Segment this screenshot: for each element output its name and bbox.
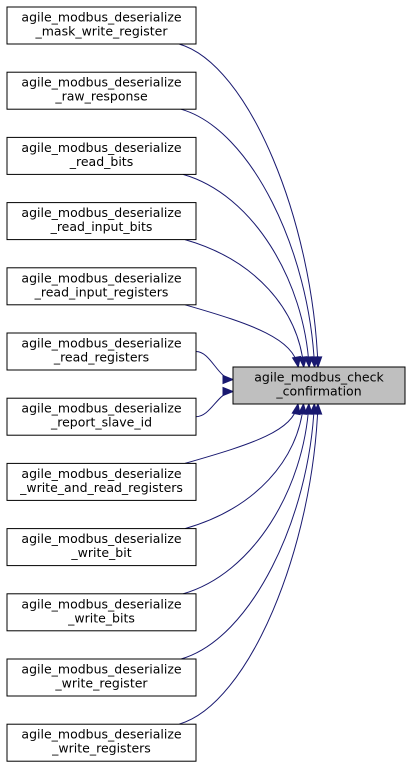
- call-edge: [182, 403, 310, 595]
- caller-node[interactable]: agile_modbus_deserialize_read_input_regi…: [6, 267, 197, 306]
- caller-node-label-line-2: _write_bits: [67, 610, 135, 625]
- caller-node[interactable]: agile_modbus_deserialize_write_bits: [6, 593, 197, 632]
- caller-node[interactable]: agile_modbus_deserialize_read_input_bits: [6, 202, 197, 241]
- caller-node-label-line-2: _mask_write_register: [35, 24, 169, 39]
- caller-node-label-line-1: agile_modbus_deserialize: [21, 727, 181, 742]
- caller-node-box: [6, 528, 197, 567]
- caller-node-box: [6, 593, 197, 632]
- caller-node-box: [6, 267, 197, 306]
- call-edge: [184, 403, 304, 530]
- call-edge: [180, 403, 315, 660]
- caller-node-box: [6, 462, 197, 501]
- caller-node-label-line-2: _read_registers: [53, 350, 149, 365]
- caller-node[interactable]: agile_modbus_deserialize_report_slave_id: [6, 397, 197, 436]
- arrowhead-icon: [291, 402, 301, 416]
- call-edge: [184, 239, 305, 368]
- caller-node-label-line-1: agile_modbus_deserialize: [21, 10, 181, 25]
- caller-node-label-line-2: _report_slave_id: [50, 415, 152, 430]
- arrowhead-icon: [312, 402, 323, 415]
- caller-node-label-line-1: agile_modbus_deserialize: [21, 596, 181, 611]
- caller-node[interactable]: agile_modbus_deserialize_read_bits: [6, 136, 197, 175]
- call-edge: [180, 108, 316, 368]
- caller-node-label-line-2: _write_bit: [70, 545, 131, 560]
- call-edge: [184, 304, 299, 368]
- target-node[interactable]: agile_modbus_check_confirmation: [232, 366, 406, 405]
- arrowhead-icon: [303, 402, 314, 415]
- arrowhead-icon: [303, 356, 314, 369]
- caller-node-label-line-2: _read_bits: [69, 154, 133, 169]
- arrowhead-icon: [222, 386, 235, 397]
- caller-node-label-line-2: _raw_response: [54, 89, 148, 104]
- caller-node[interactable]: agile_modbus_deserialize_write_registers: [6, 723, 197, 762]
- caller-node-label-line-2: _read_input_bits: [50, 219, 153, 234]
- caller-node-label-line-1: agile_modbus_deserialize: [21, 75, 181, 90]
- caller-node[interactable]: agile_modbus_deserialize_raw_response: [6, 71, 197, 110]
- call-edge: [182, 173, 310, 368]
- caller-node-label-line-1: agile_modbus_deserialize: [21, 205, 181, 220]
- caller-node-label-line-2: _read_input_registers: [34, 284, 169, 299]
- arrowhead-icon: [298, 356, 308, 369]
- caller-node-box: [6, 397, 197, 436]
- call-edges: [178, 43, 323, 725]
- target-node-label-line-2: _confirmation: [275, 384, 361, 399]
- caller-node-label-line-1: agile_modbus_deserialize: [21, 140, 181, 155]
- caller-node-label-line-2: _write_and_read_registers: [19, 480, 183, 495]
- caller-node-box: [6, 136, 197, 175]
- call-edge: [178, 403, 319, 725]
- caller-node-box: [6, 71, 197, 110]
- caller-node-box: [6, 202, 197, 241]
- caller-node-box: [6, 6, 197, 45]
- call-edge: [195, 391, 234, 418]
- caller-node-box: [6, 723, 197, 762]
- caller-node-label-line-1: agile_modbus_deserialize: [21, 270, 181, 285]
- caller-node-label-line-1: agile_modbus_deserialize: [21, 531, 181, 546]
- caller-node-box: [6, 658, 197, 697]
- call-edge: [184, 403, 299, 464]
- caller-node[interactable]: agile_modbus_deserialize_mask_write_regi…: [6, 6, 197, 45]
- caller-node-label-line-1: agile_modbus_deserialize: [21, 336, 181, 351]
- caller-node-label-line-1: agile_modbus_deserialize: [21, 401, 181, 416]
- call-nodes: agile_modbus_deserialize_mask_write_regi…: [6, 6, 406, 762]
- call-edge: [178, 43, 319, 368]
- caller-node-label-line-1: agile_modbus_deserialize: [21, 662, 181, 677]
- target-node-box: [232, 366, 406, 405]
- caller-node-label-line-2: _write_registers: [51, 741, 151, 756]
- caller-node[interactable]: agile_modbus_deserialize_read_registers: [6, 332, 197, 371]
- target-node-label-line-1: agile_modbus_check: [254, 370, 384, 385]
- arrowhead-icon: [297, 402, 308, 415]
- caller-node-label-line-2: _write_register: [54, 676, 148, 691]
- caller-node[interactable]: agile_modbus_deserialize_write_bit: [6, 528, 197, 567]
- arrowhead-icon: [222, 374, 235, 385]
- caller-node-box: [6, 332, 197, 371]
- arrowhead-icon: [291, 355, 302, 369]
- caller-node-label-line-1: agile_modbus_deserialize: [21, 466, 181, 481]
- call-edge: [195, 351, 234, 380]
- caller-node[interactable]: agile_modbus_deserialize_write_and_read_…: [6, 462, 197, 501]
- caller-node[interactable]: agile_modbus_deserialize_write_register: [6, 658, 197, 697]
